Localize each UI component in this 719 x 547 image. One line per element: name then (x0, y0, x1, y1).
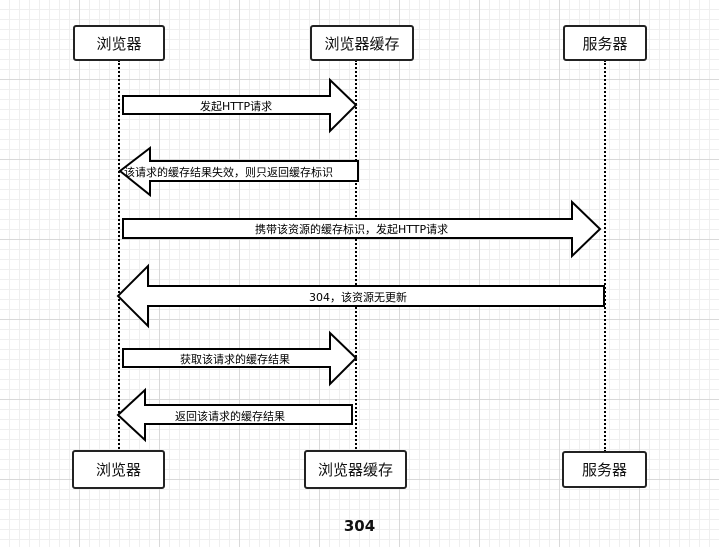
participant-cache-top: 浏览器缓存 (310, 25, 414, 61)
message-label-3: 携带该资源的缓存标识，发起HTTP请求 (255, 223, 449, 236)
diagram-caption: 304 (343, 517, 376, 535)
message-arrow-1 (122, 77, 358, 134)
server-lifeline (604, 60, 606, 452)
participant-cache-bottom: 浏览器缓存 (304, 450, 407, 489)
participant-browser-top: 浏览器 (73, 25, 165, 61)
participant-browser-bottom: 浏览器 (72, 450, 165, 489)
message-arrow-4 (116, 263, 605, 329)
message-label-2: 该请求的缓存结果失效，则只返回缓存标识 (124, 166, 333, 179)
message-label-6: 返回该请求的缓存结果 (175, 410, 285, 423)
cache-lifeline (355, 60, 357, 452)
participant-server-top: 服务器 (563, 25, 647, 61)
message-label-4: 304，该资源无更新 (309, 291, 407, 304)
message-label-1: 发起HTTP请求 (200, 100, 273, 113)
message-arrow-5 (122, 330, 358, 387)
message-arrow-3 (122, 199, 602, 259)
browser-lifeline (118, 60, 120, 452)
participant-server-bottom: 服务器 (562, 451, 647, 488)
message-arrow-2 (118, 145, 359, 198)
message-arrow-6 (116, 387, 353, 443)
message-label-5: 获取该请求的缓存结果 (180, 353, 290, 366)
